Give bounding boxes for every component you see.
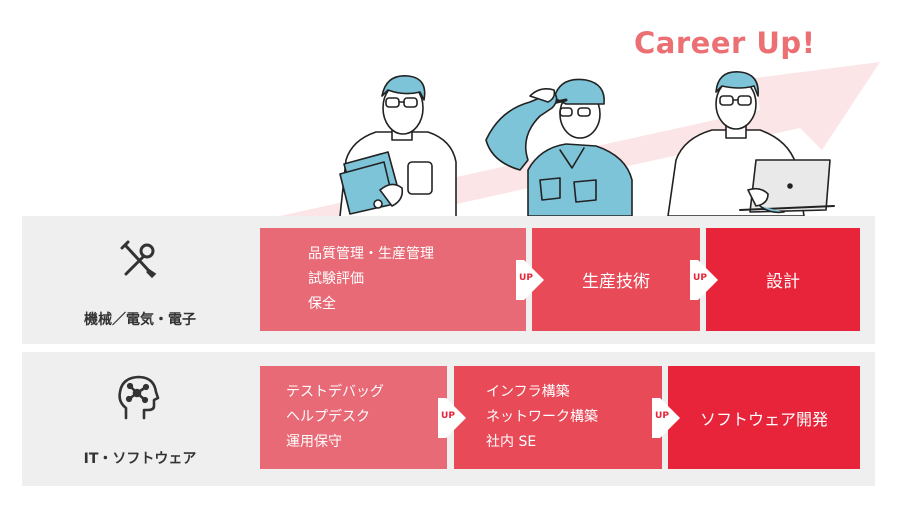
career-up-title: Career Up! <box>634 26 816 60</box>
stage-top: ソフトウェア開発 <box>668 366 860 469</box>
up-badge: UP <box>652 398 680 438</box>
up-arrow-icon <box>690 260 718 300</box>
stage-label: ソフトウェア開発 <box>699 409 828 429</box>
category-label: 機械／電気・電子 <box>84 312 196 328</box>
tools-icon <box>120 240 157 279</box>
up-badge: UP <box>516 260 544 300</box>
up-arrow-icon <box>652 398 680 438</box>
stage-line: ヘルプデスク <box>286 409 370 425</box>
up-label: UP <box>441 411 455 421</box>
row-it-software: IT・ソフトウェア テストデバッグ ヘルプデスク 運用保守 インフラ構築 ネット… <box>22 352 875 486</box>
up-arrow-icon <box>516 260 544 300</box>
stage-mid: 生産技術 <box>532 228 700 331</box>
stage-line: 試験評価 <box>308 271 364 287</box>
student-figure <box>339 75 457 217</box>
stage-label: 生産技術 <box>582 272 650 292</box>
up-label: UP <box>693 273 707 283</box>
category-label: IT・ソフトウェア <box>83 451 197 467</box>
stage-mid: インフラ構築 ネットワーク構築 社内 SE <box>454 366 662 469</box>
stage-line: テストデバッグ <box>286 384 384 400</box>
up-badge: UP <box>690 260 718 300</box>
stage-top: 設計 <box>706 228 860 331</box>
head-network-icon <box>118 375 160 420</box>
stage-entry: テストデバッグ ヘルプデスク 運用保守 <box>260 366 447 469</box>
stage-label: 設計 <box>766 272 800 292</box>
engineer-figure <box>667 71 835 217</box>
stage-line: 運用保守 <box>286 434 342 450</box>
up-label: UP <box>519 273 533 283</box>
up-badge: UP <box>438 398 466 438</box>
stage-entry: 品質管理・生産管理 試験評価 保全 <box>260 228 526 331</box>
up-arrow-icon <box>438 398 466 438</box>
factory-worker-figure <box>485 78 633 217</box>
stage-line: 品質管理・生産管理 <box>308 246 434 262</box>
stage-line: ネットワーク構築 <box>486 409 598 425</box>
stage-line: インフラ構築 <box>486 384 570 400</box>
up-label: UP <box>655 411 669 421</box>
stage-line: 保全 <box>308 296 336 312</box>
row-mechanical-electrical: 機械／電気・電子 品質管理・生産管理 試験評価 保全 生産技術 設計 UP UP <box>22 216 875 344</box>
stage-line: 社内 SE <box>486 434 537 450</box>
